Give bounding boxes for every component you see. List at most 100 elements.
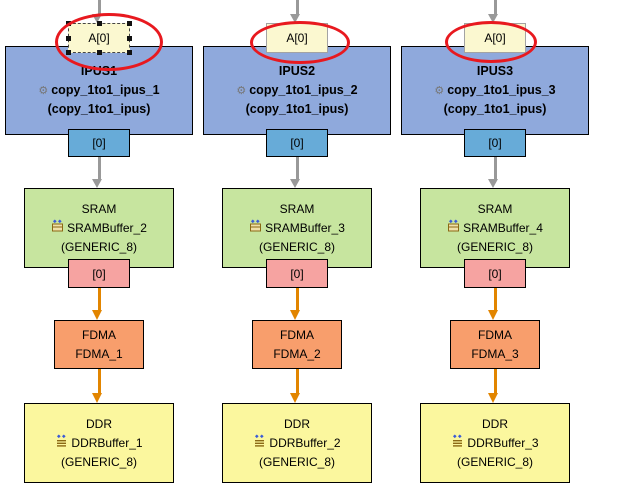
connector-line <box>295 369 299 394</box>
connector-line <box>493 288 497 311</box>
ddr-node[interactable]: DDR DDRBuffer_3 (GENERIC_8) <box>420 403 570 483</box>
ipus-output-port[interactable]: [0] <box>464 129 526 157</box>
fdma-node[interactable]: FDMA FDMA_3 <box>450 320 540 369</box>
input-pin-label: A[0] <box>286 31 308 45</box>
connector-line <box>97 288 101 311</box>
connector-line <box>97 369 101 394</box>
selection-handle[interactable] <box>66 21 71 26</box>
ipus-output-port[interactable]: [0] <box>68 129 130 157</box>
node-title: DDR <box>482 416 508 431</box>
arrow-down-icon <box>488 179 498 188</box>
pipeline-column-1: IPUS1 ⚙ copy_1to1_ipus_1 (copy_1to1_ipus… <box>5 0 193 498</box>
buffer-icon <box>447 218 460 238</box>
instance-label: FDMA_1 <box>75 346 123 361</box>
instance-label: copy_1to1_ipus_3 <box>447 83 556 97</box>
selection-handle[interactable] <box>127 21 132 26</box>
input-pin[interactable]: A[0] <box>66 21 132 55</box>
sram-node[interactable]: SRAM SRAMBuffer_3 (GENERIC_8) <box>222 188 372 268</box>
selection-handle[interactable] <box>66 50 71 55</box>
sram-node[interactable]: SRAM SRAMBuffer_2 (GENERIC_8) <box>24 188 174 268</box>
node-instance: SRAMBuffer_4 <box>447 218 543 238</box>
input-pin-label: A[0] <box>484 31 506 45</box>
node-type: (GENERIC_8) <box>60 454 137 469</box>
buffer-icon <box>51 218 64 238</box>
node-type: (copy_1to1_ipus) <box>245 102 349 116</box>
node-instance: DDRBuffer_3 <box>451 433 539 453</box>
ipus-output-port[interactable]: [0] <box>266 129 328 157</box>
pipeline-column-2: IPUS2 ⚙ copy_1to1_ipus_2 (copy_1to1_ipus… <box>203 0 391 498</box>
gear-icon: ⚙ <box>236 84 247 97</box>
node-title: FDMA <box>82 327 116 342</box>
node-type: (GENERIC_8) <box>456 239 533 254</box>
ddr-node[interactable]: DDR DDRBuffer_1 (GENERIC_8) <box>24 403 174 483</box>
connector-line <box>295 157 299 180</box>
connector-line <box>493 0 497 15</box>
input-pin-label: A[0] <box>88 31 110 45</box>
connector-line <box>97 0 101 15</box>
gear-icon: ⚙ <box>434 84 445 97</box>
selection-handle[interactable] <box>127 50 132 55</box>
instance-label: DDRBuffer_2 <box>269 435 341 450</box>
node-title: SRAM <box>81 201 117 216</box>
selection-handle[interactable] <box>127 35 132 41</box>
node-title: IPUS2 <box>278 64 316 78</box>
connector-line <box>493 369 497 394</box>
node-title: DDR <box>86 416 112 431</box>
arrow-down-icon <box>92 14 102 23</box>
node-instance: ⚙ copy_1to1_ipus_2 <box>236 81 357 100</box>
arrow-down-icon <box>92 310 102 320</box>
arrow-down-icon <box>92 393 102 403</box>
instance-label: FDMA_3 <box>471 346 519 361</box>
ipus-node[interactable]: IPUS3 ⚙ copy_1to1_ipus_3 (copy_1to1_ipus… <box>401 46 589 135</box>
pipeline-column-3: IPUS3 ⚙ copy_1to1_ipus_3 (copy_1to1_ipus… <box>401 0 589 498</box>
arrow-down-icon <box>290 14 300 23</box>
memory-buffer-icon <box>253 433 266 453</box>
node-type: (GENERIC_8) <box>456 454 533 469</box>
arrow-down-icon <box>290 179 300 188</box>
instance-label: DDRBuffer_1 <box>71 435 143 450</box>
ipus-node[interactable]: IPUS2 ⚙ copy_1to1_ipus_2 (copy_1to1_ipus… <box>203 46 391 135</box>
instance-label: copy_1to1_ipus_2 <box>249 83 358 97</box>
fdma-node[interactable]: FDMA FDMA_2 <box>252 320 342 369</box>
selection-handle[interactable] <box>96 21 102 26</box>
input-pin[interactable]: A[0] <box>464 23 526 53</box>
arrow-down-icon <box>488 310 498 320</box>
sram-node[interactable]: SRAM SRAMBuffer_4 (GENERIC_8) <box>420 188 570 268</box>
sram-output-port[interactable]: [0] <box>68 259 130 288</box>
node-instance: DDRBuffer_1 <box>55 433 143 453</box>
sram-output-port[interactable]: [0] <box>464 259 526 288</box>
node-type: (copy_1to1_ipus) <box>47 102 151 116</box>
memory-buffer-icon <box>55 433 68 453</box>
instance-label: copy_1to1_ipus_1 <box>51 83 160 97</box>
connector-line <box>493 157 497 180</box>
node-title: SRAM <box>477 201 513 216</box>
node-instance: SRAMBuffer_2 <box>51 218 147 238</box>
fdma-node[interactable]: FDMA FDMA_1 <box>54 320 144 369</box>
node-type: (GENERIC_8) <box>258 454 335 469</box>
node-title: SRAM <box>279 201 315 216</box>
input-pin[interactable]: A[0] <box>266 23 328 53</box>
selection-handle[interactable] <box>66 35 71 41</box>
node-type: (GENERIC_8) <box>60 239 137 254</box>
instance-label: SRAMBuffer_4 <box>463 220 543 235</box>
node-instance: ⚙ copy_1to1_ipus_1 <box>38 81 159 100</box>
node-title: IPUS1 <box>80 64 118 78</box>
arrow-down-icon <box>488 393 498 403</box>
arrow-down-icon <box>290 393 300 403</box>
node-instance: ⚙ copy_1to1_ipus_3 <box>434 81 555 100</box>
node-type: (GENERIC_8) <box>258 239 335 254</box>
sram-output-port[interactable]: [0] <box>266 259 328 288</box>
node-type: (copy_1to1_ipus) <box>443 102 547 116</box>
instance-label: SRAMBuffer_2 <box>67 220 147 235</box>
connector-line <box>295 0 299 15</box>
buffer-icon <box>249 218 262 238</box>
instance-label: DDRBuffer_3 <box>467 435 539 450</box>
node-title: FDMA <box>478 327 512 342</box>
connector-line <box>97 157 101 180</box>
selection-handle[interactable] <box>96 50 102 55</box>
node-instance: DDRBuffer_2 <box>253 433 341 453</box>
arrow-down-icon <box>290 310 300 320</box>
ipus-node[interactable]: IPUS1 ⚙ copy_1to1_ipus_1 (copy_1to1_ipus… <box>5 46 193 135</box>
ddr-node[interactable]: DDR DDRBuffer_2 (GENERIC_8) <box>222 403 372 483</box>
